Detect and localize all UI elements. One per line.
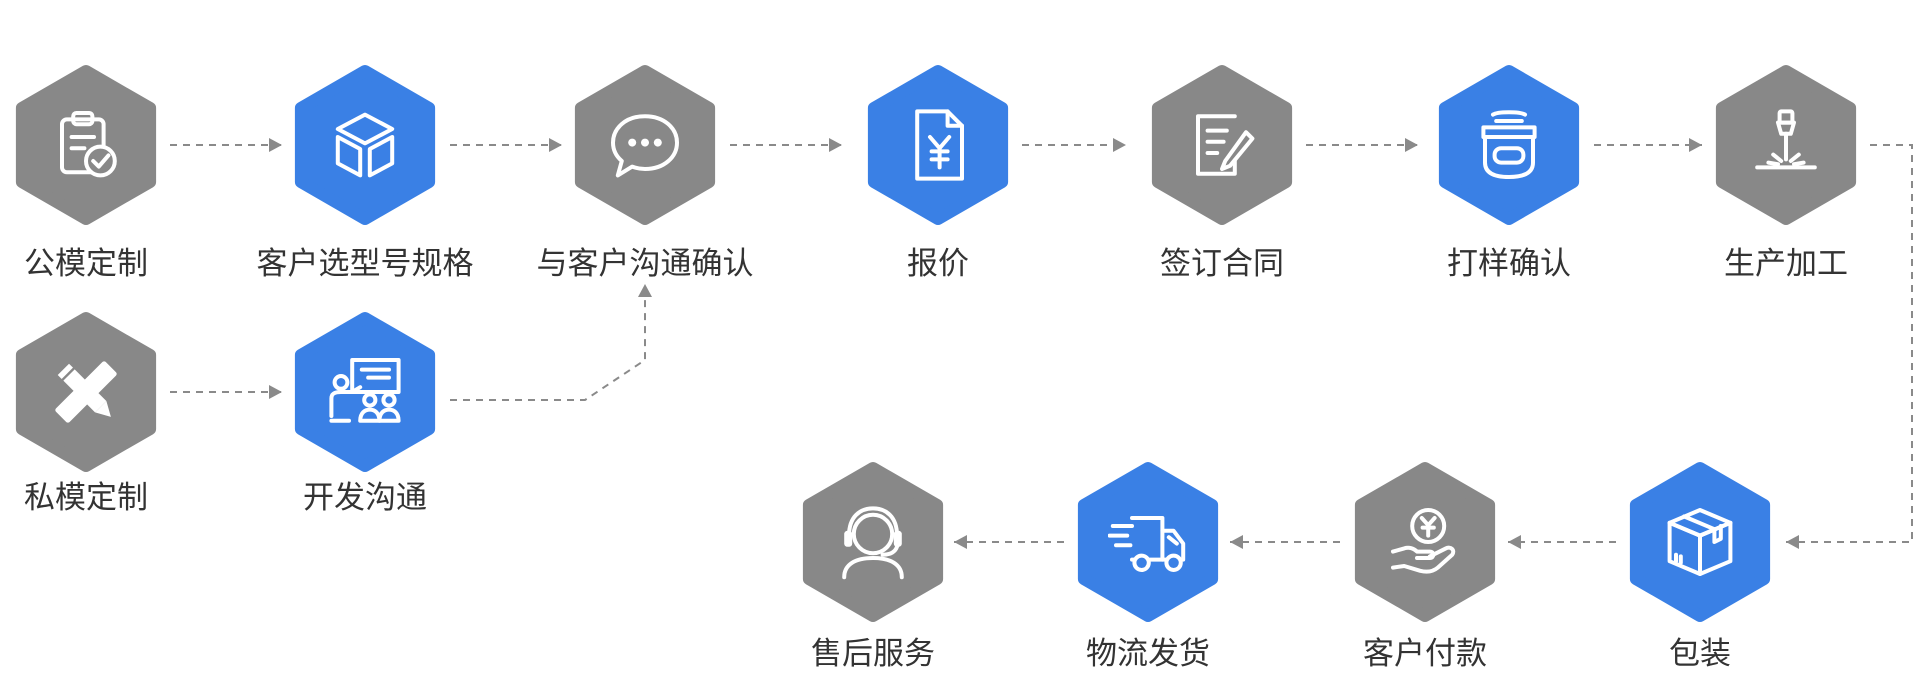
step-label: 包装 (1669, 636, 1731, 672)
step-label: 售后服务 (811, 636, 935, 672)
step-private-mold[interactable]: 私模定制 (15, 312, 157, 516)
connector-payment-to-logistics (1230, 535, 1340, 549)
step-packaging[interactable]: 包装 (1629, 462, 1771, 672)
step-payment[interactable]: 客户付款 (1354, 462, 1496, 672)
arrowhead-icon (1689, 138, 1702, 152)
step-development[interactable]: 开发沟通 (294, 312, 436, 516)
step-label: 报价 (907, 246, 969, 282)
arrowhead-icon (1786, 535, 1799, 549)
hexagon-badge (802, 462, 944, 622)
step-label: 开发沟通 (303, 480, 427, 516)
hexagon-badge (15, 65, 157, 225)
step-label: 与客户沟通确认 (537, 246, 754, 282)
arrowhead-icon (269, 385, 282, 399)
connector-quote-to-contract (1022, 138, 1126, 152)
arrowhead-icon (1405, 138, 1418, 152)
step-sample[interactable]: 打样确认 (1438, 65, 1580, 282)
hexagon-badge (1438, 65, 1580, 225)
connector-sample-to-production (1594, 138, 1702, 152)
arrowhead-icon (1508, 535, 1521, 549)
step-label: 生产加工 (1724, 246, 1848, 282)
step-logistics[interactable]: 物流发货 (1077, 462, 1219, 672)
step-quote[interactable]: 报价 (867, 65, 1009, 282)
step-label: 物流发货 (1086, 636, 1210, 672)
step-production[interactable]: 生产加工 (1715, 65, 1857, 282)
connectors (170, 138, 1913, 549)
dashed-line (1786, 144, 1913, 543)
connector-private-mold-to-development (170, 385, 282, 399)
step-public-mold[interactable]: 公模定制 (15, 65, 157, 282)
dashed-line (450, 284, 646, 401)
connector-development-to-confirm (450, 284, 652, 401)
connector-confirm-to-quote (730, 138, 842, 152)
connector-packaging-to-payment (1508, 535, 1616, 549)
arrowhead-icon (954, 535, 967, 549)
arrowhead-icon (269, 138, 282, 152)
step-label: 客户选型号规格 (257, 246, 474, 282)
connector-contract-to-sample (1306, 138, 1418, 152)
step-contract[interactable]: 签订合同 (1151, 65, 1293, 282)
step-label: 签订合同 (1160, 246, 1284, 282)
step-label: 客户付款 (1363, 636, 1487, 672)
hexagon-badge (1151, 65, 1293, 225)
hexagon-badge (1077, 462, 1219, 622)
step-label: 打样确认 (1447, 246, 1571, 282)
step-select-model[interactable]: 客户选型号规格 (257, 65, 474, 282)
step-label: 私模定制 (24, 480, 148, 516)
arrowhead-icon (549, 138, 562, 152)
arrowhead-icon (1113, 138, 1126, 152)
connector-production-to-packaging (1786, 144, 1913, 549)
step-confirm[interactable]: 与客户沟通确认 (537, 65, 754, 282)
connector-public-mold-to-select-model (170, 138, 282, 152)
step-label: 公模定制 (24, 246, 148, 282)
arrowhead-icon (638, 284, 652, 297)
connector-logistics-to-after-sales (954, 535, 1064, 549)
connector-select-model-to-confirm (450, 138, 562, 152)
arrowhead-icon (1230, 535, 1243, 549)
step-after-sales[interactable]: 售后服务 (802, 462, 944, 672)
arrowhead-icon (829, 138, 842, 152)
